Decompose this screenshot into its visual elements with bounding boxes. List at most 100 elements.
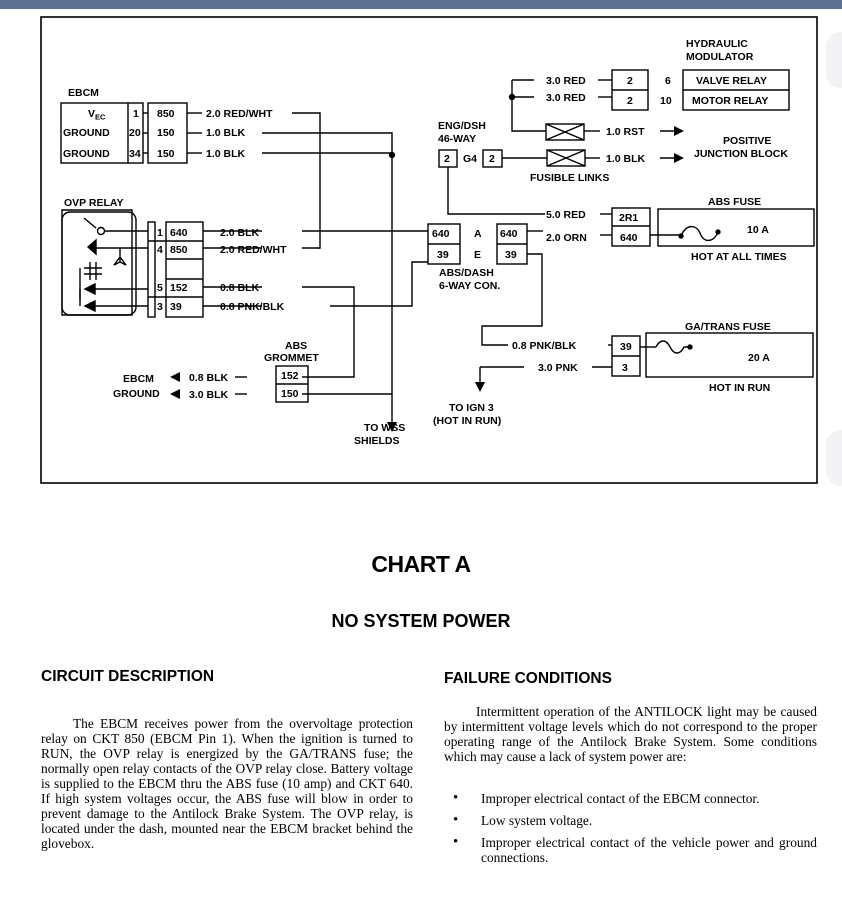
abs-fuse-rating: 10 A — [747, 224, 769, 236]
modulator-title-1: HYDRAULIC — [686, 38, 748, 50]
positive-junction-label-2: JUNCTION BLOCK — [694, 148, 788, 160]
ga-trans-rating: 20 A — [748, 352, 770, 364]
grommet-ckt-152: 152 — [281, 370, 299, 382]
ovp-pin-box — [147, 221, 156, 318]
ovp-wire-3: 0.8 BLK — [220, 282, 260, 294]
fusible-wire-rst: 1.0 RST — [606, 126, 645, 138]
ebcm-wire-3: 1.0 BLK — [206, 148, 246, 160]
ga-trans-ckt-3: 3 — [622, 362, 628, 374]
failure-conditions-heading: FAILURE CONDITIONS — [444, 670, 612, 687]
chart-title: CHART A — [371, 551, 471, 577]
valve-relay-label: VALVE RELAY — [696, 75, 767, 87]
ebcm-ckt-150b: 150 — [157, 148, 175, 160]
positive-junction-label-1: POSITIVE — [723, 135, 771, 147]
to-ign3-label-1: TO IGN 3 — [449, 402, 494, 414]
ovp-wire-1: 2.0 BLK — [220, 227, 260, 239]
ebcm-ground-wire-2: 3.0 BLK — [189, 389, 229, 401]
abs-dash-pin-e: E — [474, 249, 481, 261]
ga-trans-fuse-box — [645, 332, 814, 378]
window-title-bar — [0, 0, 842, 9]
abs-fuse-box — [657, 208, 815, 247]
ebcm-wire-2: 1.0 BLK — [206, 127, 246, 139]
abs-dash-right-39: 39 — [505, 249, 517, 261]
modulator-wire-1: 3.0 RED — [546, 75, 586, 87]
failure-bullet-2: Low system voltage. — [449, 813, 817, 828]
failure-bullet-1: Improper electrical contact of the EBCM … — [449, 791, 817, 806]
to-wss-label-2: SHIELDS — [354, 435, 400, 447]
ovp-ckt-box — [165, 221, 204, 318]
ovp-ckt-850: 850 — [170, 244, 188, 256]
ovp-ckt-640: 640 — [170, 227, 188, 239]
abs-grommet-title-2: GROMMET — [264, 352, 319, 364]
abs-fuse-note: HOT AT ALL TIMES — [691, 251, 787, 263]
ebcm-wire-1: 2.0 RED/WHT — [206, 108, 273, 120]
abs-fuse-title: ABS FUSE — [708, 196, 761, 208]
ga-trans-note: HOT IN RUN — [709, 382, 770, 394]
modulator-pin-10: 10 — [660, 95, 672, 107]
abs-dash-right-640: 640 — [500, 228, 518, 240]
failure-bullet-3: Improper electrical contact of the vehic… — [449, 835, 817, 865]
abs-dash-label-1: ABS/DASH — [439, 267, 494, 279]
fusible-link-1 — [545, 123, 585, 141]
fusible-wire-blk: 1.0 BLK — [606, 153, 646, 165]
ovp-pin-4: 4 — [157, 244, 163, 256]
modulator-title-2: MODULATOR — [686, 51, 754, 63]
ga-trans-wire-pnk: 3.0 PNK — [538, 362, 578, 374]
ebcm-ground-wire-1: 0.8 BLK — [189, 372, 229, 384]
side-scroll-bubble-bottom — [826, 430, 842, 486]
side-scroll-bubble-top — [826, 32, 842, 88]
circuit-description-heading: CIRCUIT DESCRIPTION — [41, 668, 215, 685]
ovp-relay-title: OVP RELAY — [64, 197, 124, 209]
eng-dsh-pin-left: 2 — [444, 153, 450, 165]
eng-dsh-label-2: 46-WAY — [438, 133, 476, 145]
abs-fuse-wire-red: 5.0 RED — [546, 209, 586, 221]
ebcm-ckt-850: 850 — [157, 108, 175, 120]
ga-trans-fuse-title: GA/TRANS FUSE — [685, 321, 771, 333]
ga-trans-ckt-39: 39 — [620, 341, 632, 353]
abs-grommet-title-1: ABS — [285, 340, 307, 352]
abs-fuse-ckt-640: 640 — [620, 232, 638, 244]
ebcm-ground-dest-2: GROUND — [113, 388, 160, 400]
ebcm-ground-label-2: GROUND — [63, 148, 110, 160]
abs-fuse-wire-orn: 2.0 ORN — [546, 232, 587, 244]
eng-dsh-g4: G4 — [463, 153, 477, 165]
abs-dash-pin-a: A — [474, 228, 482, 240]
abs-dash-label-2: 6-WAY CON. — [439, 280, 500, 292]
to-wss-label-1: TO WSS — [364, 422, 405, 434]
modulator-pin-6: 6 — [665, 75, 671, 87]
chart-subtitle: NO SYSTEM POWER — [331, 611, 511, 631]
ebcm-ground-label-1: GROUND — [63, 127, 110, 139]
abs-dash-left-640: 640 — [432, 228, 450, 240]
fusible-links-label: FUSIBLE LINKS — [530, 172, 609, 184]
to-ign3-label-2: (HOT IN RUN) — [433, 415, 501, 427]
ovp-wire-2: 2.0 RED/WHT — [220, 244, 287, 256]
ebcm-pin-34: 34 — [129, 148, 141, 160]
ebcm-vec-label: VEC — [88, 108, 106, 122]
circuit-description-text: The EBCM receives power from the overvol… — [41, 716, 413, 851]
ebcm-ground-dest-1: EBCM — [123, 373, 154, 385]
ovp-relay-box — [61, 211, 137, 316]
grommet-ckt-150: 150 — [281, 388, 299, 400]
ovp-pin-3: 3 — [157, 301, 163, 313]
eng-dsh-pin-right: 2 — [489, 153, 495, 165]
modulator-ckt-2: 2 — [627, 95, 633, 107]
modulator-wire-2: 3.0 RED — [546, 92, 586, 104]
ovp-ckt-152: 152 — [170, 282, 188, 294]
failure-conditions-text: Intermittent operation of the ANTILOCK l… — [444, 704, 817, 764]
ovp-pin-5: 5 — [157, 282, 163, 294]
eng-dsh-label-1: ENG/DSH — [438, 120, 486, 132]
abs-fuse-ckt-box — [611, 207, 651, 247]
ga-trans-wire-pnk-blk: 0.8 PNK/BLK — [512, 340, 577, 352]
wiring-diagram: EBCM VEC GROUND GROUND 1 20 34 850 150 1… — [40, 16, 818, 484]
ovp-pin-1: 1 — [157, 227, 163, 239]
abs-dash-left-39: 39 — [437, 249, 449, 261]
ovp-wire-4: 0.8 PNK/BLK — [220, 301, 285, 313]
ebcm-pin-1: 1 — [133, 108, 139, 120]
diagram-frame — [40, 16, 818, 484]
modulator-ckt-1: 2 — [627, 75, 633, 87]
ebcm-title: EBCM — [68, 87, 99, 99]
abs-fuse-ckt-2r1: 2R1 — [619, 212, 638, 224]
ebcm-pin-20: 20 — [129, 127, 141, 139]
motor-relay-label: MOTOR RELAY — [692, 95, 768, 107]
failure-conditions-list: Improper electrical contact of the EBCM … — [449, 791, 817, 872]
